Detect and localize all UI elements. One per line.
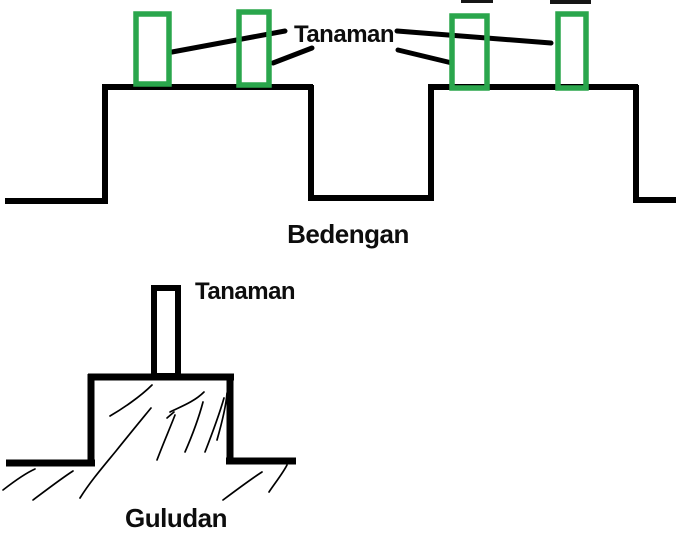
soil-hatch-3 — [166, 411, 175, 419]
bedengan-plant-label: Tanaman — [294, 21, 394, 48]
soil-hatch-1 — [79, 407, 152, 499]
guludan-plant-label: Tanaman — [195, 278, 295, 305]
soil-hatch-5 — [156, 414, 176, 461]
soil-hatch-4 — [169, 391, 205, 413]
ground-hatch-left-2 — [32, 470, 74, 501]
pointer-line-plant-4 — [394, 28, 554, 46]
soil-hatch-2 — [109, 384, 153, 417]
pointer-line-plant-2 — [270, 45, 315, 66]
plant-box-3 — [449, 13, 490, 91]
ground-hatch-left-1 — [2, 468, 36, 491]
soil-hatch-6 — [184, 401, 204, 453]
ground-hatch-right-1 — [222, 471, 263, 501]
bedengan-caption: Bedengan — [287, 219, 409, 249]
top-edge-artifact-1 — [461, 0, 493, 3]
soil-hatch-7 — [204, 397, 225, 453]
plant-box-4 — [555, 11, 589, 91]
bedengan-diagram: Tanaman Bedengan — [5, 0, 676, 249]
top-edge-artifact-2 — [550, 0, 591, 4]
guludan-caption: Guludan — [125, 503, 227, 533]
plant-box-1 — [133, 11, 172, 87]
plant-box-2 — [236, 9, 272, 88]
pointer-line-plant-3 — [395, 47, 455, 66]
ground-hatch-right-2 — [268, 464, 288, 493]
soil-hatch-8 — [216, 392, 228, 441]
guludan-diagram: Tanaman Guludan — [2, 278, 296, 533]
pointer-line-plant-1 — [169, 28, 288, 55]
guludan-plant-box — [151, 285, 181, 379]
